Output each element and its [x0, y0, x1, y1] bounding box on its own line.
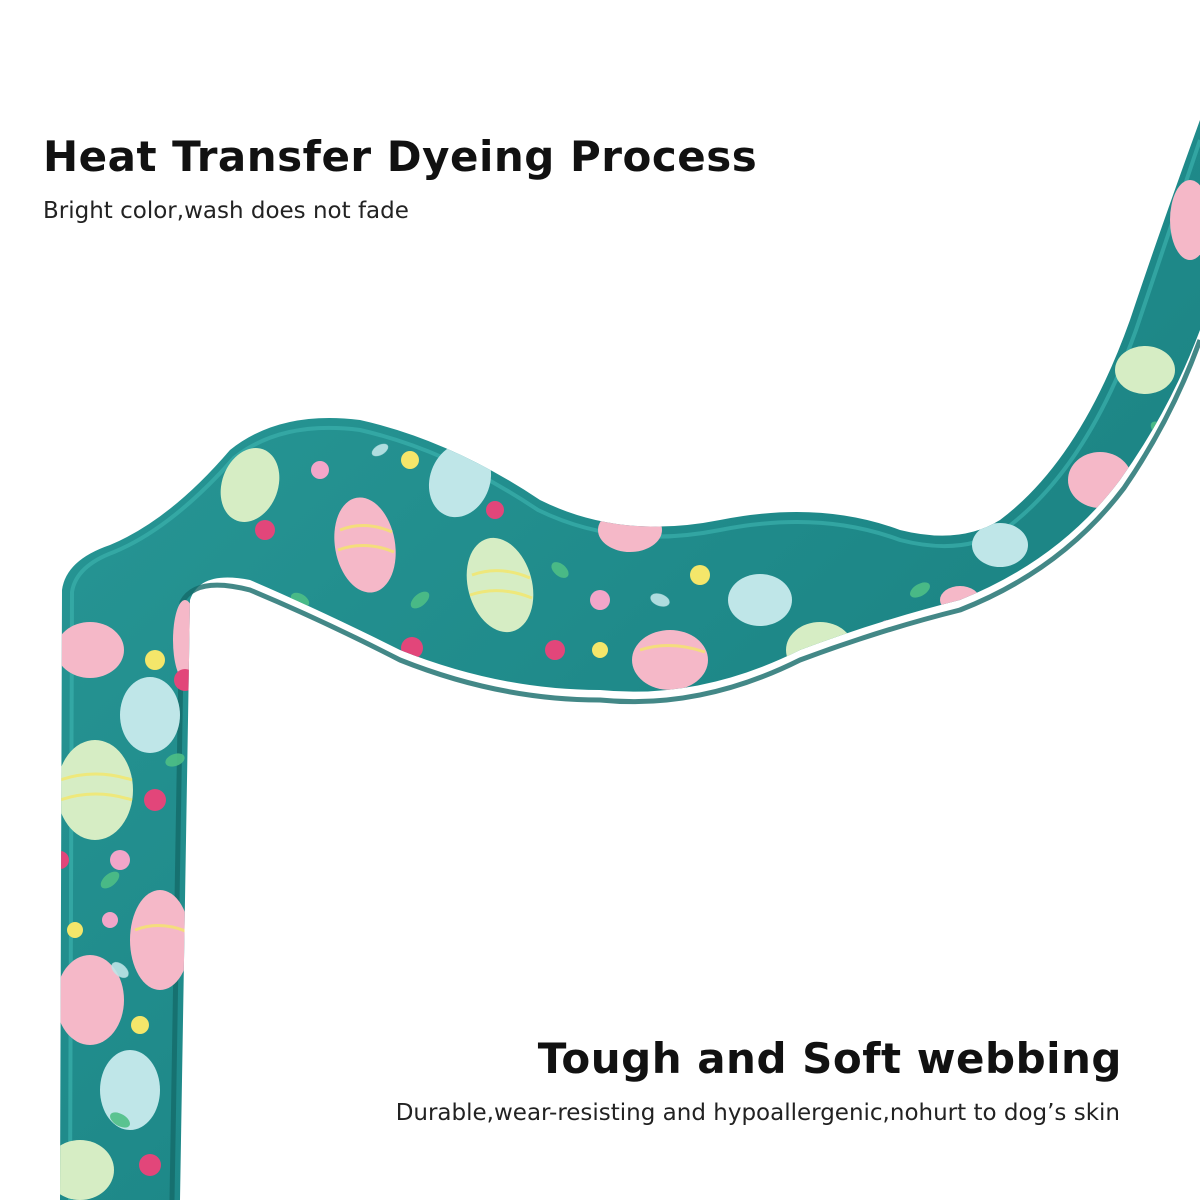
feature-subtitle-dyeing: Bright color,wash does not fade: [43, 198, 409, 224]
feature-title-webbing: Tough and Soft webbing: [537, 1034, 1122, 1083]
webbing-stitch-bottom: [169, 339, 1200, 1200]
webbing-stitch-top: [68, 139, 1200, 1200]
feature-title-dyeing: Heat Transfer Dyeing Process: [43, 132, 758, 181]
webbing-strap: [60, 120, 1200, 1200]
feature-subtitle-webbing: Durable,wear-resisting and hypoallergeni…: [395, 1100, 1120, 1126]
